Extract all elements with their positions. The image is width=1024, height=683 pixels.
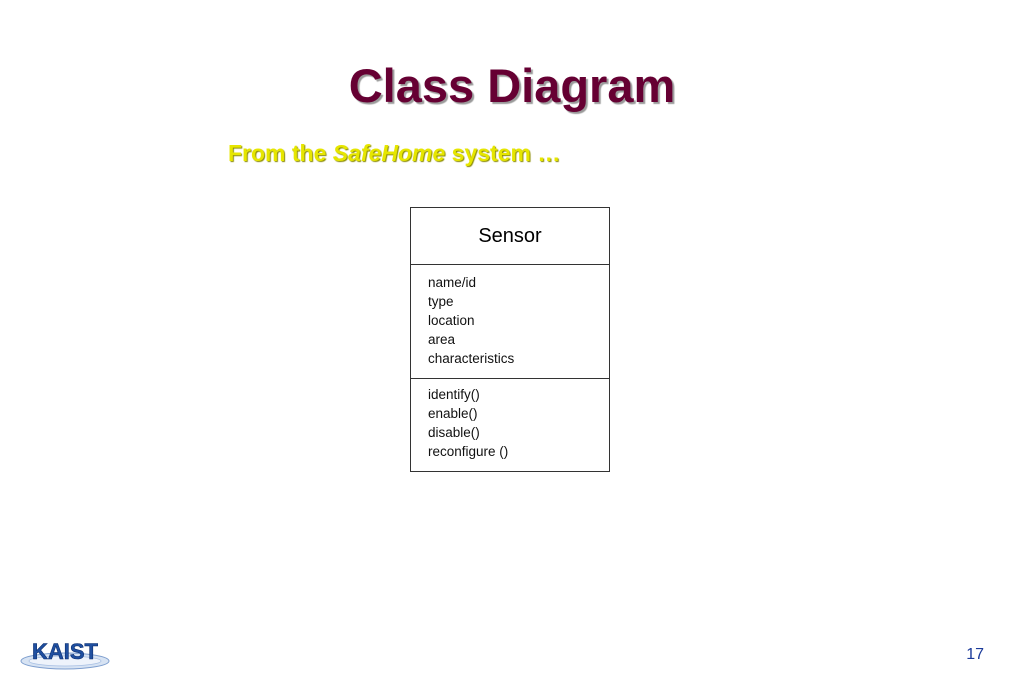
uml-operations-section: identify() enable() disable() reconfigur…: [411, 379, 609, 461]
uml-attribute: name/id: [428, 275, 477, 290]
page-number: 17: [966, 646, 984, 663]
uml-class-name: Sensor: [411, 208, 609, 265]
uml-attribute: area: [428, 332, 456, 347]
uml-attribute: characteristics: [428, 351, 515, 366]
slide-title: Class Diagram: [348, 59, 676, 112]
uml-attribute: type: [428, 294, 454, 309]
uml-operation: reconfigure (): [428, 444, 509, 459]
kaist-logo-icon: KAIST: [20, 639, 110, 670]
uml-operation: disable(): [428, 425, 480, 440]
uml-class-box: Sensor name/id type location area charac…: [410, 207, 610, 472]
uml-attribute: location: [428, 313, 475, 328]
subtitle-suffix: system …: [445, 140, 561, 166]
subtitle-prefix: From the: [228, 140, 333, 166]
uml-operation: enable(): [428, 406, 478, 421]
uml-attributes-section: name/id type location area characteristi…: [411, 265, 609, 379]
slide-subtitle: From the SafeHome system …: [228, 140, 560, 167]
kaist-logo-text: KAIST: [32, 639, 99, 664]
subtitle-emphasis: SafeHome: [332, 140, 446, 166]
uml-operation: identify(): [428, 387, 480, 402]
